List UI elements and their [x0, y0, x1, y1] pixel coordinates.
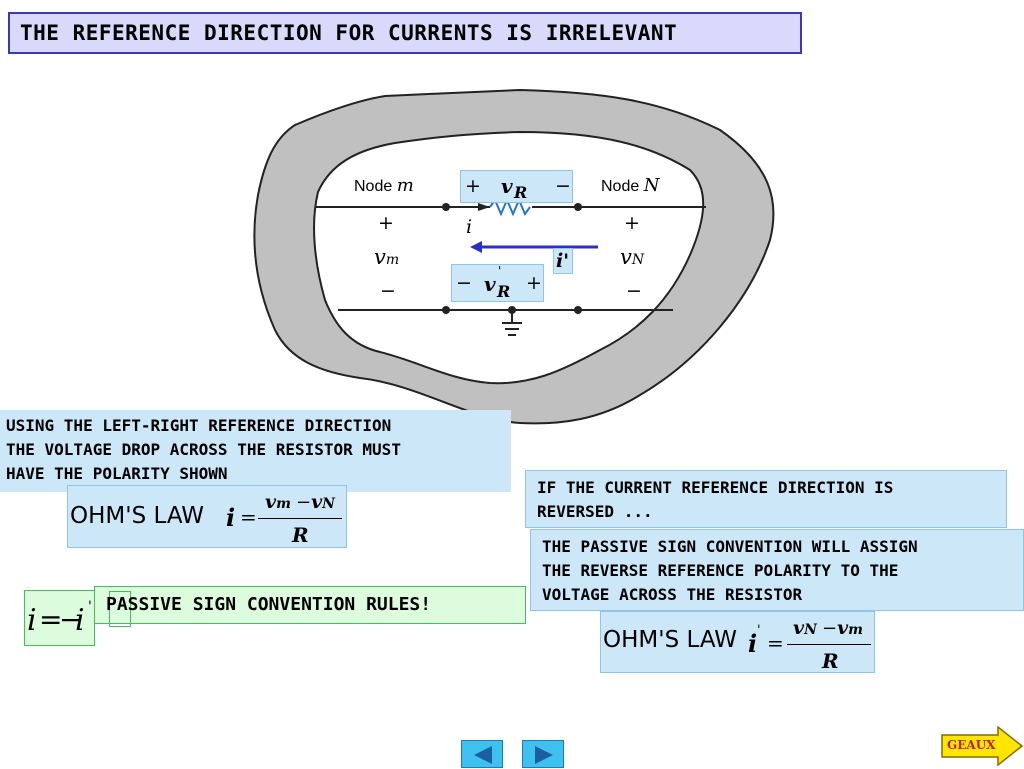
node-m-label: Node m: [354, 175, 414, 196]
ohms-law-left: OHM'S LAW i = vm −vN R: [67, 485, 347, 548]
vm-minus: −: [380, 280, 396, 302]
current-i-prime-box: i': [553, 248, 573, 274]
ohms-law-right: OHM'S LAW i ' = vN −vm R: [600, 611, 875, 673]
triangle-right-icon: [535, 746, 553, 764]
rules-callout: PASSIVE SIGN CONVENTION RULES!: [94, 586, 526, 627]
node-dot: [442, 306, 450, 314]
next-slide-button[interactable]: [522, 740, 564, 768]
current-arrowhead: [478, 203, 490, 211]
passive-convention-callout: THE PASSIVE SIGN CONVENTION WILL ASSIGN …: [530, 529, 1024, 611]
arrow-right-icon: [941, 725, 1024, 767]
node-dot: [442, 203, 450, 211]
vn-plus: +: [624, 212, 640, 234]
vr-label-box: + v R −: [460, 170, 573, 203]
enclosing-surface: [253, 88, 775, 425]
left-reference-callout: USING THE LEFT-RIGHT REFERENCE DIRECTION…: [0, 410, 511, 492]
vr-prime-label-box: − v ' R +: [451, 264, 544, 302]
fraction-bar: [787, 644, 871, 645]
triangle-left-icon: [474, 746, 492, 764]
vm-label: vm: [374, 245, 400, 269]
node-dot: [574, 306, 582, 314]
node-dot: [574, 203, 582, 211]
vn-minus: −: [626, 280, 642, 302]
current-identity-box: i = − i ': [24, 590, 95, 646]
vn-label: vN: [620, 245, 645, 269]
fraction-bar: [258, 518, 342, 519]
slide-title: THE REFERENCE DIRECTION FOR CURRENTS IS …: [8, 12, 802, 54]
geaux-button[interactable]: GEAUX: [940, 725, 1024, 768]
current-i-label: i: [466, 216, 473, 238]
reversed-direction-callout: IF THE CURRENT REFERENCE DIRECTION IS RE…: [525, 470, 1007, 528]
previous-slide-button[interactable]: [461, 740, 503, 768]
rules-marker: [109, 591, 131, 627]
node-n-label: Node N: [601, 175, 660, 196]
geaux-label: GEAUX: [947, 738, 996, 752]
vm-plus: +: [378, 212, 394, 234]
